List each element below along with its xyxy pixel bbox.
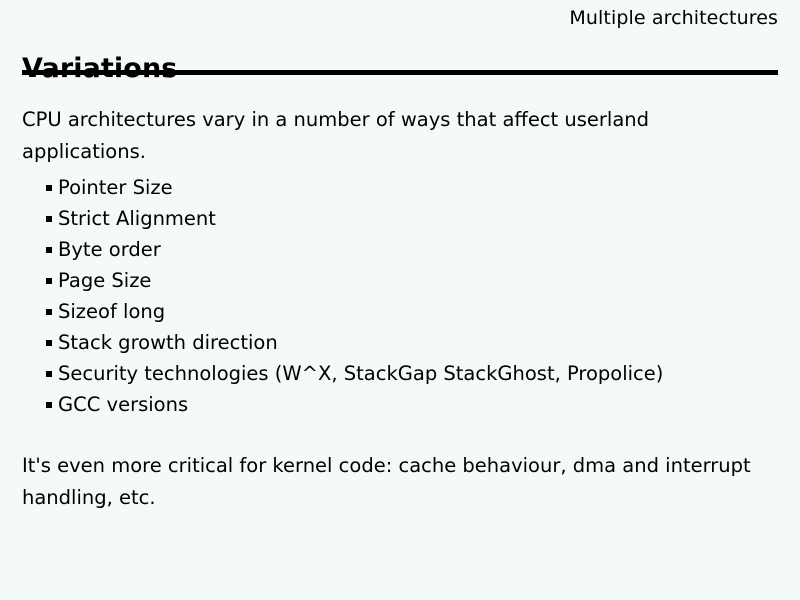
square-bullet-icon	[46, 340, 52, 346]
closing-paragraph: It's even more critical for kernel code:…	[22, 454, 751, 509]
page-title: Variations	[22, 53, 178, 85]
square-bullet-icon	[46, 371, 52, 377]
list-item-label: Byte order	[58, 238, 161, 261]
square-bullet-icon	[46, 247, 52, 253]
list-item: Byte order	[22, 234, 778, 265]
list-item-label: Page Size	[58, 269, 152, 292]
square-bullet-icon	[46, 185, 52, 191]
title-divider	[22, 70, 778, 75]
list-item: Sizeof long	[22, 296, 778, 327]
slide-header: Multiple architectures Variations	[22, 6, 778, 84]
square-bullet-icon	[46, 402, 52, 408]
slide-body: CPU architectures vary in a number of wa…	[22, 104, 778, 514]
list-item: Stack growth direction	[22, 327, 778, 358]
variation-bullet-list: Pointer Size Strict Alignment Byte order…	[22, 172, 778, 420]
list-item: Page Size	[22, 265, 778, 296]
lead-paragraph: CPU architectures vary in a number of wa…	[22, 108, 650, 163]
list-item-label: Security technologies (W^X, StackGap Sta…	[58, 362, 664, 385]
list-item-label: GCC versions	[58, 393, 189, 416]
square-bullet-icon	[46, 278, 52, 284]
square-bullet-icon	[46, 216, 52, 222]
list-item-label: Strict Alignment	[58, 207, 216, 230]
square-bullet-icon	[46, 309, 52, 315]
list-item: GCC versions	[22, 389, 778, 420]
list-item-label: Sizeof long	[58, 300, 166, 323]
list-item: Strict Alignment	[22, 203, 778, 234]
list-item-label: Stack growth direction	[58, 331, 278, 354]
list-item: Security technologies (W^X, StackGap Sta…	[22, 358, 778, 389]
list-item-label: Pointer Size	[58, 176, 173, 199]
list-item: Pointer Size	[22, 172, 778, 203]
slide-kicker: Multiple architectures	[569, 7, 778, 29]
